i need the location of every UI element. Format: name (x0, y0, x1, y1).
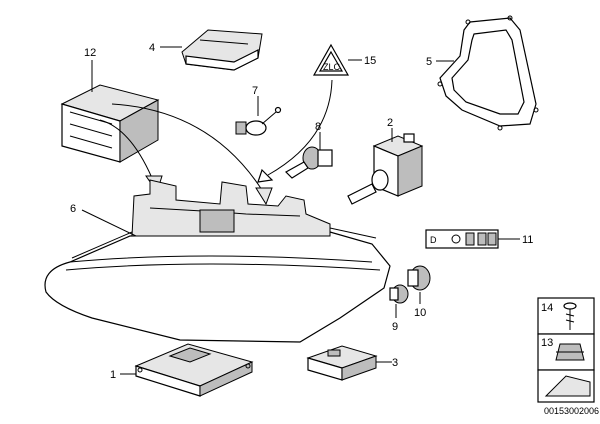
drawing-number: 00153002006 (544, 406, 599, 416)
part-13-clip[interactable] (555, 343, 585, 361)
part-15-warning-label[interactable]: ZLC (312, 43, 350, 76)
callout-11[interactable]: 11 (522, 234, 533, 246)
part-6-headlight[interactable] (44, 179, 391, 343)
callout-2[interactable]: 2 (387, 117, 393, 129)
part-14-screw[interactable] (563, 302, 577, 330)
arrow-15 (267, 79, 333, 176)
callout-10[interactable]: 10 (414, 307, 426, 319)
part-7-bulb[interactable] (235, 106, 282, 136)
callout-7[interactable]: 7 (252, 85, 258, 97)
part-4-cover[interactable] (181, 29, 263, 71)
callout-6[interactable]: 6 (70, 203, 76, 215)
callout-8[interactable]: 8 (315, 121, 321, 133)
callout-13[interactable]: 13 (541, 337, 553, 349)
part-10-cap[interactable] (407, 265, 431, 291)
callout-1[interactable]: 1 (110, 369, 116, 381)
part-12-box[interactable] (60, 84, 160, 163)
warning-label-text: ZLC (323, 62, 341, 72)
label-11-symbol: D (430, 235, 437, 245)
callout-14[interactable]: 14 (541, 302, 553, 314)
callout-9[interactable]: 9 (392, 321, 398, 333)
part-wedge[interactable] (544, 375, 591, 397)
part-8-bulb[interactable] (285, 146, 333, 179)
callout-3[interactable]: 3 (392, 357, 398, 369)
arrowhead-12-b (255, 187, 273, 206)
arrowhead-15 (257, 168, 274, 183)
callout-5[interactable]: 5 (426, 56, 432, 68)
arrow-12-b (111, 103, 263, 191)
part-3-igniter[interactable] (306, 345, 378, 381)
callout-15[interactable]: 15 (364, 55, 376, 67)
leader-6 (81, 209, 137, 237)
part-11-label[interactable]: D (425, 229, 499, 249)
arrow-12-a (99, 119, 153, 179)
part-1-ballast[interactable] (134, 343, 254, 397)
callout-4[interactable]: 4 (149, 42, 155, 54)
callout-12[interactable]: 12 (84, 47, 96, 59)
part-9-cap[interactable] (389, 284, 409, 304)
part-2-xenon-bulb[interactable] (347, 133, 424, 205)
part-5-gasket[interactable] (437, 15, 539, 131)
